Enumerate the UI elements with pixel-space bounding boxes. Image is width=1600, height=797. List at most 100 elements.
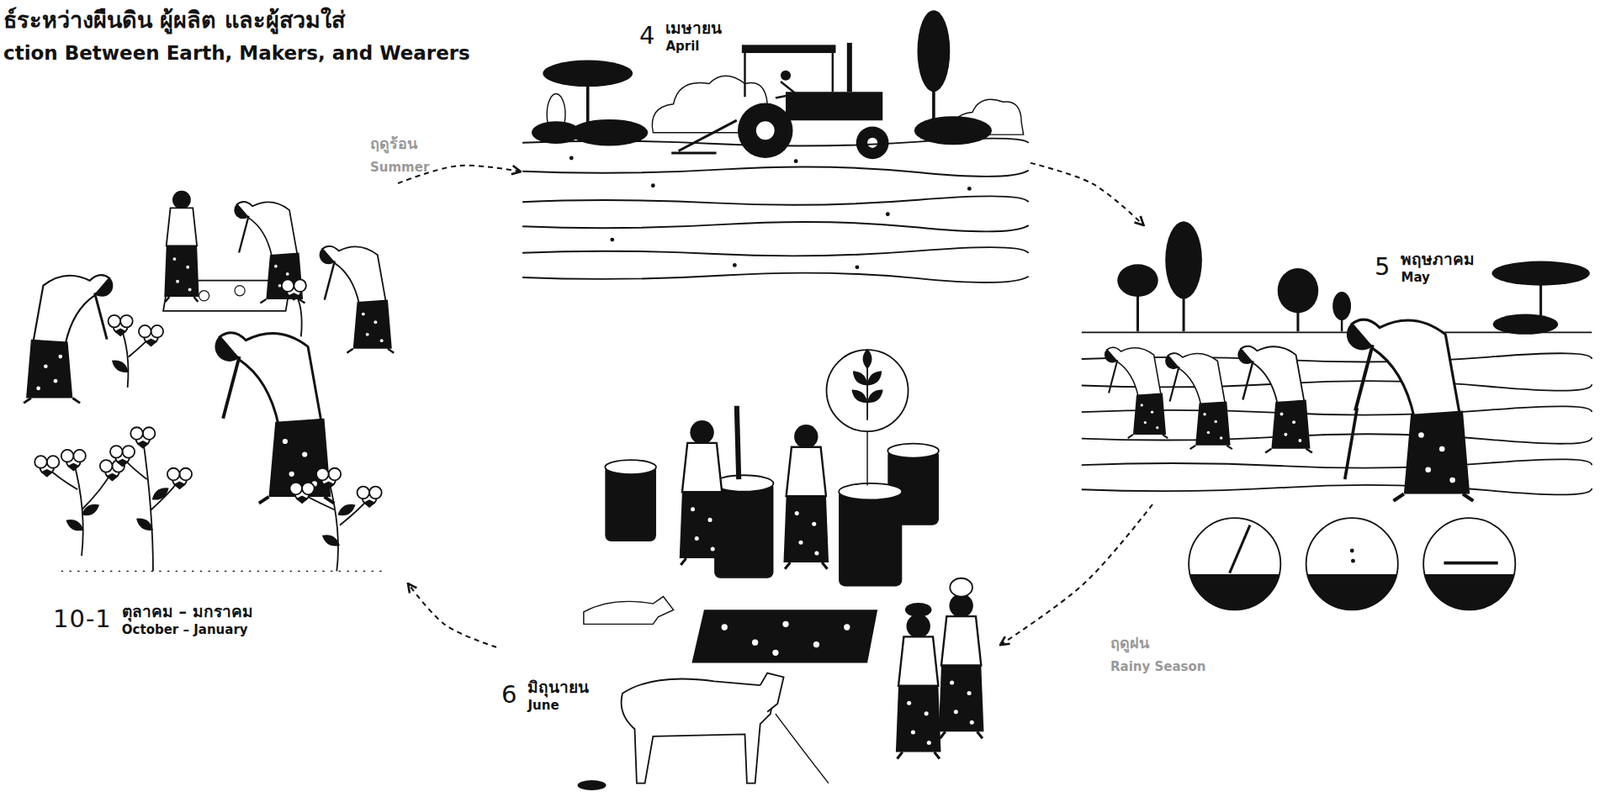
- sowing-scene: [1081, 353, 1593, 362]
- sowing-scene: [1081, 221, 1593, 611]
- dyeing-scene: [691, 609, 878, 663]
- dyeing-scene: [905, 603, 933, 618]
- cycle-arrow: [1000, 504, 1153, 646]
- harvest-scene: [199, 291, 210, 302]
- ploughing-scene: [732, 263, 737, 268]
- dyeing-scene: [760, 673, 785, 713]
- dyeing-scene: [848, 386, 871, 407]
- sowing-scene: [1493, 314, 1559, 335]
- month-thai: เมษายน: [663, 18, 724, 39]
- ploughing-scene: [522, 138, 1029, 283]
- dyeing-scene: [813, 641, 820, 648]
- harvest-scene: [281, 279, 307, 301]
- dyeing-scene: [838, 483, 902, 500]
- harvest-scene: [122, 439, 181, 573]
- diagram-title: ธ์ระหว่างผืนดิน ผู้ผลิต และผู้สวมใส่: [3, 1, 345, 38]
- dyeing-scene: [849, 367, 871, 389]
- month-column: ตุลาคม – มกราคมOctober – January: [120, 602, 255, 639]
- month-thai: ตุลาคม – มกราคม: [120, 602, 255, 623]
- stage-number: 4: [637, 22, 657, 50]
- stage-number: 6: [499, 682, 520, 710]
- stage-node: 10-1ตุลาคม – มกราคมOctober – January: [6, 183, 408, 655]
- harvest-scene: [234, 286, 245, 297]
- sowing-scene: [1345, 407, 1358, 480]
- season-label: Summer: [370, 159, 430, 175]
- subtitle: ction Between Earth, Makers, and Wearers: [3, 42, 471, 64]
- stage-label: 10-1ตุลาคม – มกราคมOctober – January: [51, 602, 255, 639]
- harvest-scene: [110, 445, 135, 467]
- harvest-scene: [61, 571, 388, 573]
- harvest-scene: [319, 245, 395, 353]
- sowing-scene: [1081, 459, 1593, 468]
- harvest-scene: [109, 356, 132, 377]
- ploughing-scene: [522, 10, 1029, 283]
- harvest-scene: [34, 455, 59, 477]
- ploughing-scene: [885, 211, 891, 217]
- dyeing-scene: [752, 640, 758, 647]
- harvest-scene: [133, 514, 156, 535]
- month-thai: พฤษภาคม: [1398, 249, 1477, 271]
- harvest-scene: [47, 460, 113, 557]
- cycle-arrow: [407, 583, 497, 648]
- cycle-arrow: [1030, 163, 1145, 226]
- ploughing-scene: [737, 103, 794, 159]
- illustration: [23, 10, 1592, 791]
- ploughing-scene: [741, 44, 837, 53]
- stage-node: 4เมษายนApril: [520, 10, 1031, 297]
- harvest-scene: [138, 325, 164, 347]
- ploughing-scene: [522, 222, 1029, 232]
- season-label: Rainy Season: [1110, 659, 1207, 675]
- month-column: มิถุนายนJune: [525, 678, 591, 715]
- sowing-scene: [1306, 518, 1399, 610]
- month-english: May: [1398, 270, 1477, 287]
- dyeing-scene: [843, 624, 850, 631]
- sowing-scene: [1081, 485, 1593, 495]
- harvest-scene: [23, 275, 113, 404]
- harvest-scene: [61, 450, 86, 472]
- harvest-scene: [316, 468, 341, 490]
- sowing-scene: [1307, 574, 1398, 611]
- dyeing-scene: [838, 489, 902, 587]
- harvest-scene: [108, 315, 133, 337]
- ploughing-scene: [671, 120, 737, 154]
- harvest-scene: [23, 190, 394, 572]
- ploughing-scene: [867, 137, 878, 149]
- sowing-scene: [1189, 574, 1280, 611]
- ploughing-scene: [651, 183, 656, 188]
- dyeing-scene: [895, 614, 942, 760]
- ploughing-scene: [542, 60, 633, 88]
- ploughing-scene: [522, 138, 1029, 147]
- dyeing-scene: [604, 460, 657, 475]
- harvest-scene: [319, 531, 342, 551]
- dyeing-scene: [864, 386, 887, 407]
- stage-label: 5พฤษภาคมMay: [1372, 249, 1477, 287]
- harvest-scene: [63, 516, 86, 536]
- sowing-scene: [1081, 434, 1593, 444]
- harvest-scene: [149, 484, 172, 504]
- dyeing-scene: [863, 367, 885, 389]
- dyeing-scene: [887, 444, 939, 459]
- harvest-scene: [335, 501, 358, 520]
- stage-number: 10-1: [51, 606, 114, 634]
- dyeing-scene: [577, 349, 985, 791]
- stage-number: 5: [1372, 254, 1393, 281]
- month-column: พฤษภาคมMay: [1398, 249, 1477, 287]
- dyeing-scene: [714, 475, 774, 492]
- month-thai: มิถุนายน: [525, 678, 591, 699]
- harvest-scene: [47, 291, 370, 573]
- stage-node: 5พฤษภาคมMay: [1076, 225, 1592, 505]
- sowing-scene: [1340, 316, 1343, 332]
- harvest-scene: [214, 332, 334, 504]
- ploughing-scene: [744, 52, 832, 97]
- month-english: June: [525, 698, 591, 715]
- dyeing-scene: [583, 597, 674, 626]
- dyeing-scene: [866, 362, 869, 421]
- ploughing-scene: [854, 264, 859, 270]
- sowing-scene: [1237, 345, 1313, 453]
- sowing-scene: [1165, 353, 1233, 451]
- ploughing-scene: [856, 126, 890, 159]
- sowing-scene: [1443, 561, 1498, 566]
